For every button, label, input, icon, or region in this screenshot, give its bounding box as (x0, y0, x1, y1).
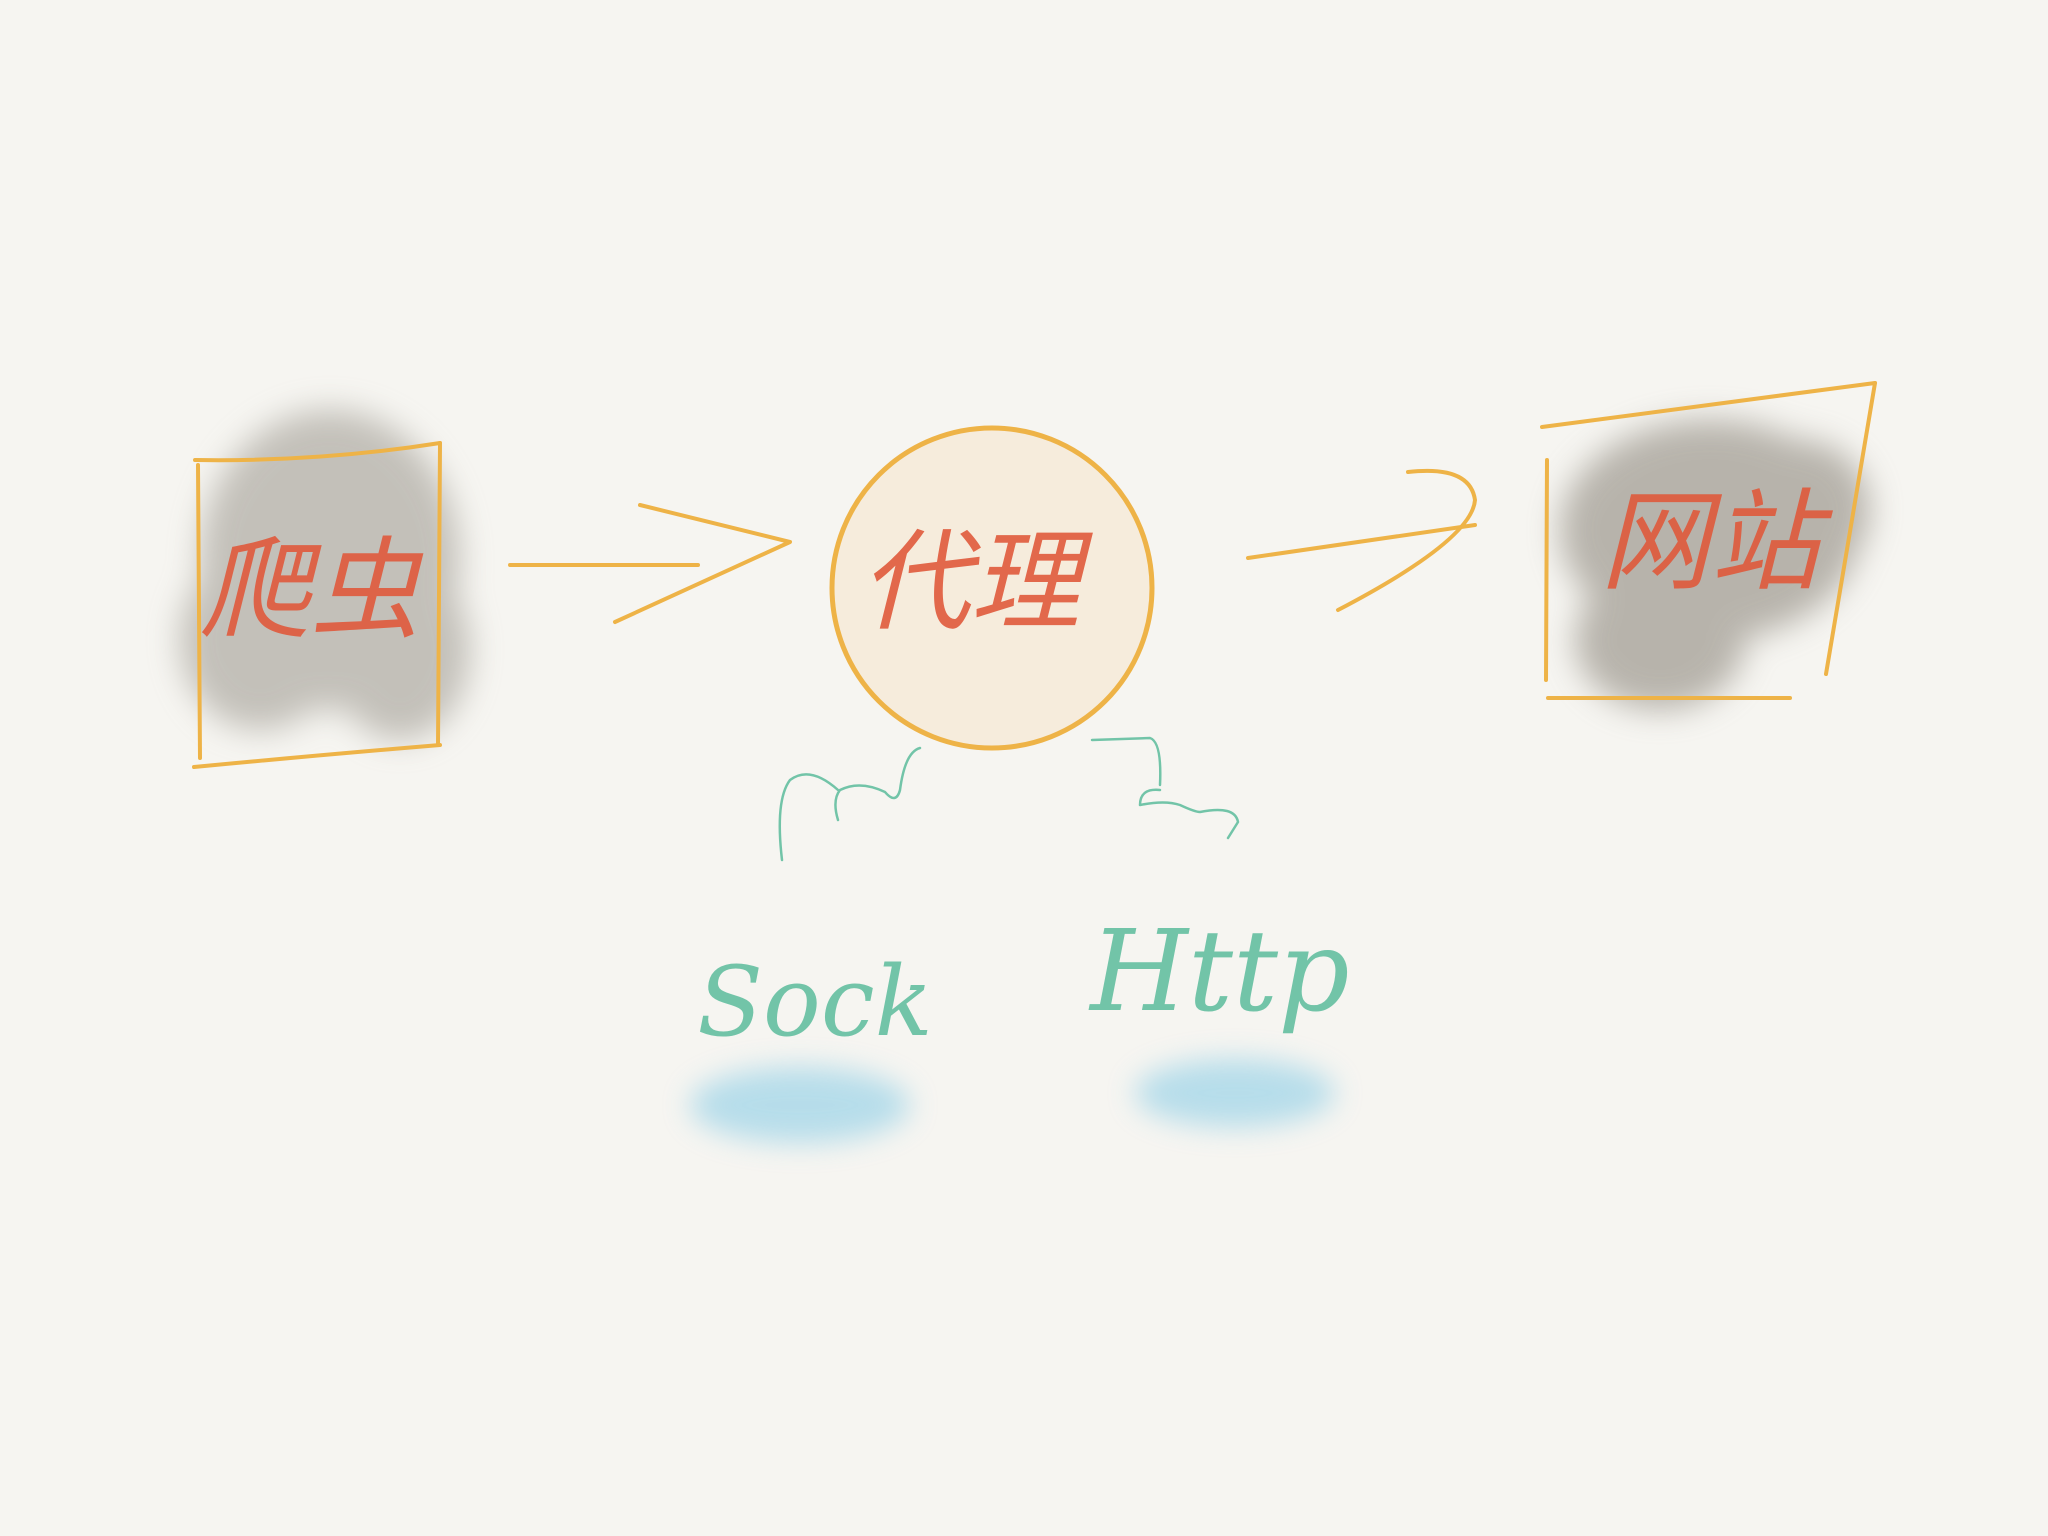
website-box (1540, 381, 1877, 700)
sock-label: Sock (697, 946, 933, 1058)
http-highlight (1135, 1059, 1335, 1127)
arrow-proxy-to-website (1246, 468, 1477, 612)
brace-proxy-to-http (1090, 736, 1240, 840)
website-smudge (1560, 420, 1870, 710)
proxy-label: 代理 (860, 518, 1093, 646)
http-label: Http (1088, 907, 1349, 1037)
sock-highlight (690, 1067, 910, 1143)
crawler-smudge (180, 410, 470, 740)
crawler-box (192, 441, 442, 769)
brace-proxy-to-sock (778, 746, 922, 862)
crawler-label: 爬虫 (200, 526, 424, 654)
arrow-crawler-to-proxy (508, 503, 792, 624)
proxy-circle (829, 425, 1155, 751)
website-label: 网站 (1600, 478, 1833, 606)
